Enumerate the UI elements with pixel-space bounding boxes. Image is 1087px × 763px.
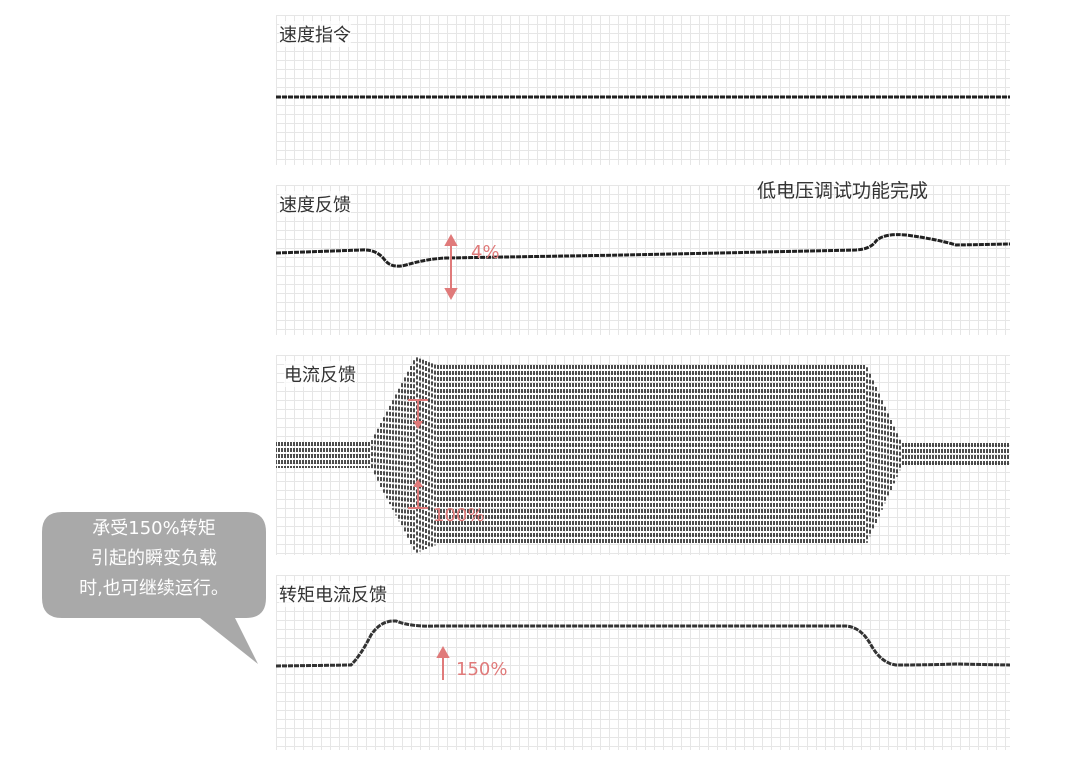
speed-command-trace: [276, 95, 1010, 99]
range-marker-icon: [408, 399, 428, 509]
bubble-line: 引起的瞬变负载: [91, 548, 217, 569]
panel-title: 电流反馈: [284, 361, 356, 387]
speech-bubble: [42, 512, 266, 664]
note-label: 低电压调试功能完成: [757, 180, 929, 202]
bubble-line: 承受150%转矩: [92, 518, 216, 539]
current-feedback-trace: [276, 357, 1009, 553]
speed-annotation: 4%: [471, 242, 500, 263]
up-arrow-icon: [436, 645, 450, 680]
current-annotation: 100%: [433, 505, 485, 526]
double-arrow-icon: [444, 233, 458, 301]
panel-speed-feedback: 速度反馈 4%: [276, 185, 1010, 335]
panel-speed-command: 速度指令: [276, 15, 1010, 165]
speed-feedback-trace: [276, 233, 1010, 268]
panel-title: 速度反馈: [279, 191, 351, 217]
bubble-line: 时,也可继续运行。: [79, 578, 229, 599]
panel-current-feedback: 电流反馈 100%: [276, 355, 1010, 555]
panel-title: 转矩电流反馈: [279, 581, 387, 607]
panel-torque-current: 转矩电流反馈 150%: [276, 575, 1010, 750]
torque-current-trace: [276, 619, 1010, 668]
bubble-text: 承受150%转矩 引起的瞬变负载 时,也可继续运行。: [42, 514, 266, 604]
panel-title: 速度指令: [279, 21, 351, 47]
torque-annotation: 150%: [456, 659, 508, 680]
